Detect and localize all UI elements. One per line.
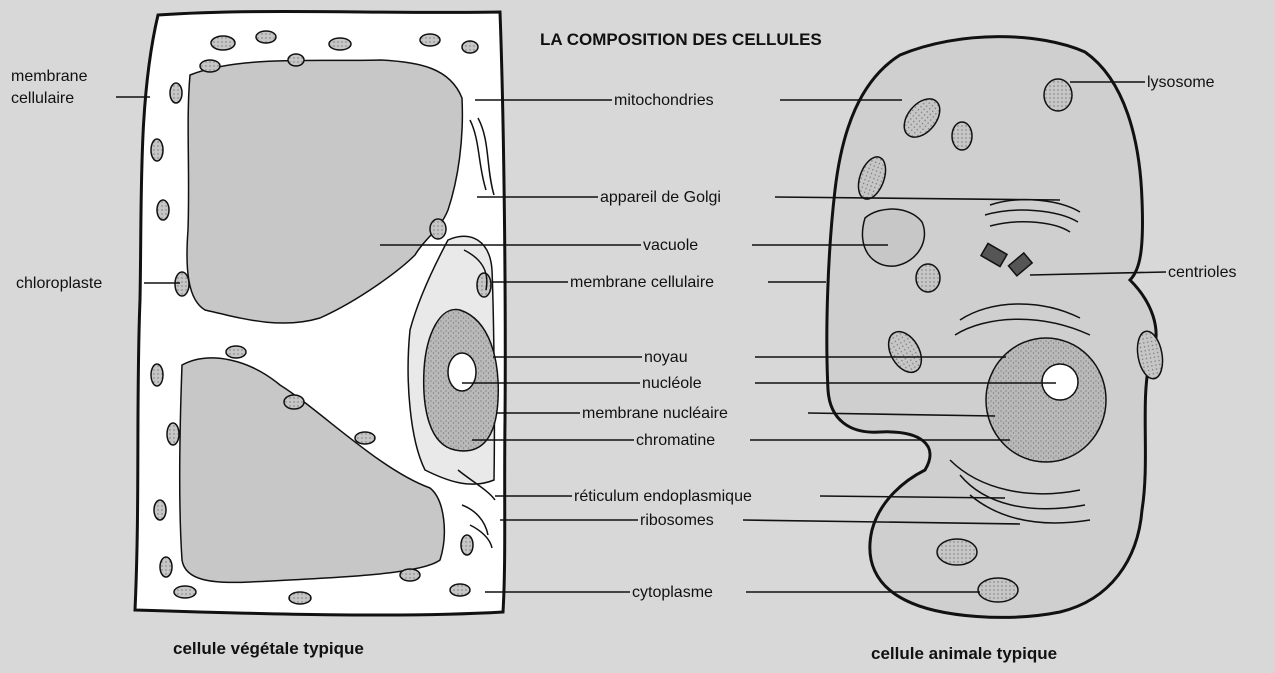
label-chromatine: chromatine bbox=[636, 432, 715, 449]
label-mitochondries: mitochondries bbox=[614, 92, 714, 109]
label-ribosomes: ribosomes bbox=[640, 512, 714, 529]
label-reticulum: réticulum endoplasmique bbox=[574, 488, 752, 505]
plant-cell bbox=[135, 11, 505, 615]
label-membrane-left-2: cellulaire bbox=[11, 90, 74, 107]
label-appareil-golgi: appareil de Golgi bbox=[600, 189, 721, 206]
label-vacuole: vacuole bbox=[643, 237, 698, 254]
label-centrioles: centrioles bbox=[1168, 264, 1236, 281]
label-noyau: noyau bbox=[644, 349, 688, 366]
diagram-title: LA COMPOSITION DES CELLULES bbox=[540, 30, 822, 49]
caption-animal-cell: cellule animale typique bbox=[871, 644, 1057, 663]
animal-cell-body bbox=[827, 37, 1156, 618]
caption-plant-cell: cellule végétale typique bbox=[173, 639, 364, 658]
label-lysosome: lysosome bbox=[1147, 74, 1215, 91]
label-membrane-cellulaire: membrane cellulaire bbox=[570, 274, 714, 291]
plant-nucleolus bbox=[448, 353, 476, 391]
label-chloroplaste: chloroplaste bbox=[16, 275, 102, 292]
label-nucleole: nucléole bbox=[642, 375, 702, 392]
animal-cell bbox=[827, 37, 1166, 618]
animal-nucleolus bbox=[1042, 364, 1078, 400]
label-cytoplasme: cytoplasme bbox=[632, 584, 713, 601]
label-membrane-left-1: membrane bbox=[11, 68, 88, 85]
label-membrane-nucleaire: membrane nucléaire bbox=[582, 405, 728, 422]
